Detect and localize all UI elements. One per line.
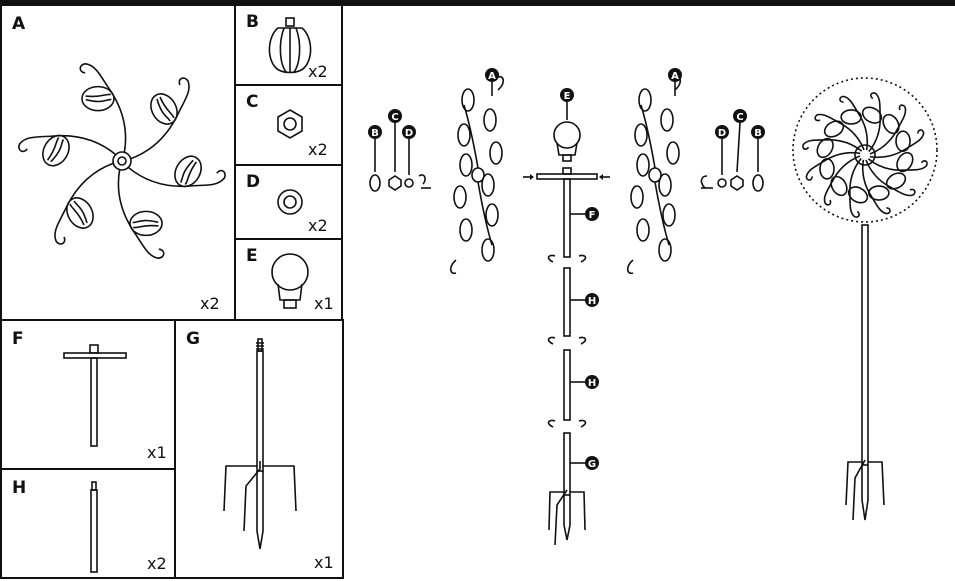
svg-text:B: B bbox=[371, 128, 379, 139]
svg-text:H: H bbox=[588, 296, 596, 307]
callout-b-right: B bbox=[751, 125, 765, 172]
callout-c-right: C bbox=[733, 109, 747, 173]
svg-text:C: C bbox=[391, 112, 398, 123]
svg-text:D: D bbox=[718, 128, 726, 139]
part-quantity: x2 bbox=[308, 62, 328, 81]
part-panel-c: C x2 bbox=[234, 84, 343, 166]
part-quantity: x2 bbox=[200, 294, 220, 313]
part-letter: F bbox=[12, 329, 24, 349]
svg-text:A: A bbox=[488, 71, 496, 82]
part-letter: G bbox=[186, 329, 200, 349]
part-panel-a: A x2 bbox=[0, 4, 236, 321]
svg-text:C: C bbox=[736, 112, 743, 123]
part-quantity: x1 bbox=[314, 553, 334, 572]
callout-c-left: C bbox=[388, 109, 402, 172]
middle-pole-icon bbox=[90, 481, 98, 573]
svg-text:B: B bbox=[754, 128, 762, 139]
part-quantity: x1 bbox=[147, 443, 167, 462]
part-letter: E bbox=[246, 246, 258, 266]
part-letter: H bbox=[12, 478, 27, 498]
callout-b-left: B bbox=[368, 125, 382, 172]
part-quantity: x2 bbox=[308, 140, 328, 159]
solar-light-icon bbox=[271, 253, 309, 309]
top-pole-icon bbox=[63, 344, 127, 447]
pinwheel-icon bbox=[15, 60, 229, 262]
svg-text:E: E bbox=[564, 91, 571, 102]
part-letter: A bbox=[12, 14, 26, 34]
callout-h-lower: H bbox=[585, 375, 599, 389]
ground-stake-icon bbox=[223, 338, 297, 550]
part-panel-d: D x2 bbox=[234, 164, 343, 240]
part-panel-g: G x1 bbox=[174, 319, 344, 579]
svg-text:A: A bbox=[671, 71, 679, 82]
part-panel-f: F x1 bbox=[0, 319, 176, 470]
hex-nut-icon bbox=[277, 109, 303, 139]
part-letter: D bbox=[246, 172, 261, 192]
part-quantity: x2 bbox=[308, 216, 328, 235]
top-rule bbox=[0, 0, 955, 6]
part-panel-e: E x1 bbox=[234, 238, 343, 321]
lantern-shade-icon bbox=[268, 17, 312, 74]
callout-d-left: D bbox=[402, 125, 416, 175]
assembled-spinner bbox=[792, 77, 938, 521]
part-panel-b: B x2 bbox=[234, 4, 343, 86]
callout-f: F bbox=[585, 207, 599, 221]
part-letter: B bbox=[246, 12, 259, 32]
callout-g: G bbox=[585, 456, 599, 470]
part-quantity: x2 bbox=[147, 554, 167, 573]
part-quantity: x1 bbox=[314, 294, 334, 313]
exploded-assembly-view: A A B C D D C bbox=[368, 68, 938, 546]
svg-text:H: H bbox=[588, 378, 596, 389]
part-letter: C bbox=[246, 92, 259, 112]
svg-text:D: D bbox=[405, 128, 413, 139]
callout-h-upper: H bbox=[585, 293, 599, 307]
svg-text:F: F bbox=[589, 210, 596, 221]
callout-d-right: D bbox=[715, 125, 729, 175]
callout-a-left: A bbox=[485, 68, 499, 96]
callout-a-right: A bbox=[668, 68, 682, 96]
washer-icon bbox=[277, 189, 303, 215]
part-panel-h: H x2 bbox=[0, 468, 176, 579]
callout-e: E bbox=[560, 88, 574, 120]
svg-text:G: G bbox=[588, 459, 596, 470]
